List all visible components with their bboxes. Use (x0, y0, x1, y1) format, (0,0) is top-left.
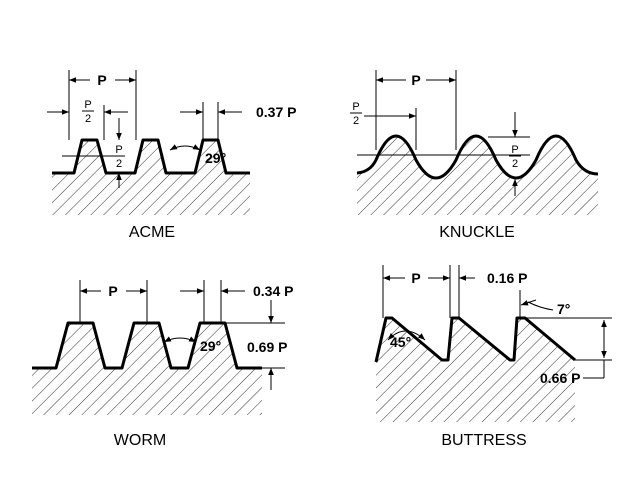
worm-title: WORM (114, 432, 166, 449)
acme-flat-label: 0.37 P (256, 104, 296, 120)
buttress-hatch-body (376, 318, 575, 422)
worm-thread-group: P 0.34 P 0.69 P 29° WORM (32, 280, 293, 449)
worm-angle-label: 29° (200, 338, 221, 354)
acme-depth-numerator: P (115, 144, 122, 156)
acme-half-pitch-numerator: P (84, 99, 91, 111)
acme-angle-arc (169, 144, 201, 151)
worm-hatch-body (32, 323, 262, 415)
worm-pitch-label: P (108, 283, 117, 299)
buttress-title: BUTTRESS (441, 432, 526, 449)
buttress-small-angle-label: 7° (557, 301, 570, 317)
knuckle-thread-group: P P 2 P 2 KNUCKLE (350, 70, 599, 241)
buttress-large-angle-label: 45° (390, 334, 411, 350)
buttress-depth-label: 0.66 P (540, 370, 580, 386)
buttress-small-angle-arc (527, 301, 554, 311)
worm-flat-label: 0.34 P (253, 283, 293, 299)
acme-half-pitch-denominator: 2 (85, 113, 91, 125)
buttress-small-angle-arrow (520, 299, 537, 306)
acme-depth-denominator: 2 (116, 158, 122, 170)
knuckle-profile (356, 134, 599, 180)
knuckle-depth-denominator: 2 (512, 158, 518, 170)
knuckle-depth-numerator: P (511, 144, 518, 156)
acme-title: ACME (129, 224, 175, 241)
buttress-profile (374, 316, 576, 363)
acme-pitch-label: P (97, 72, 106, 88)
knuckle-title: KNUCKLE (439, 224, 515, 241)
knuckle-half-pitch-numerator: P (352, 101, 359, 113)
acme-profile (52, 138, 250, 175)
knuckle-half-pitch-denominator: 2 (353, 115, 359, 127)
worm-angle-arc (163, 336, 197, 343)
knuckle-hatch-body (357, 136, 598, 215)
acme-thread-group: P P 2 P 2 0.37 P 29° ACME (47, 70, 296, 241)
buttress-pitch-label: P (411, 270, 420, 286)
buttress-flat-label: 0.16 P (487, 270, 527, 286)
buttress-thread-group: P 0.16 P 7° 45° 0.66 P BUTTRESS (374, 265, 612, 449)
acme-angle-label: 29° (205, 150, 226, 166)
buttress-large-angle-arc (387, 330, 426, 341)
worm-depth-label: 0.69 P (247, 339, 287, 355)
knuckle-pitch-label: P (411, 72, 420, 88)
